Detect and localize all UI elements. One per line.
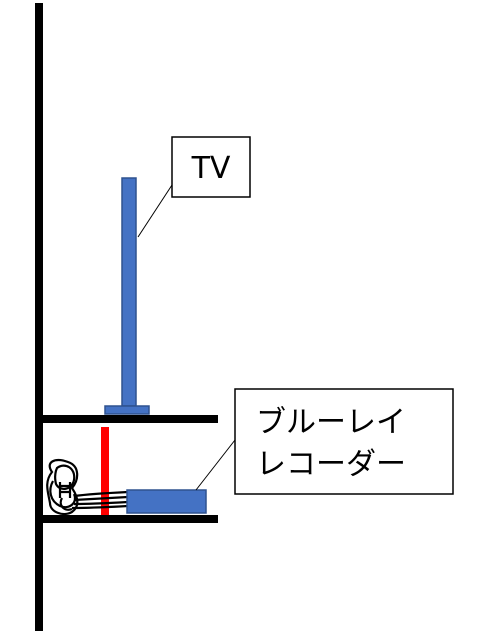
recorder-callout: ブルーレイ レコーダー [195,388,454,495]
wall [35,3,43,631]
recorder-leader-line [195,439,236,491]
upper-shelf [43,415,218,423]
red-cable [101,427,109,515]
recorder-label-line1: ブルーレイ [256,405,406,440]
cable-tangle [46,458,129,516]
tv-label: TV [191,151,231,186]
tv-leader-line [137,184,173,238]
tv-stand-base [104,405,150,415]
tv-callout: TV [137,136,251,238]
lower-shelf [43,515,218,523]
tv-panel [121,177,137,407]
tv [104,177,150,415]
recorder [126,489,207,514]
recorder-label-line2: レコーダー [256,447,406,482]
recorder-label-box [234,388,454,495]
tv-label-box [171,136,251,198]
